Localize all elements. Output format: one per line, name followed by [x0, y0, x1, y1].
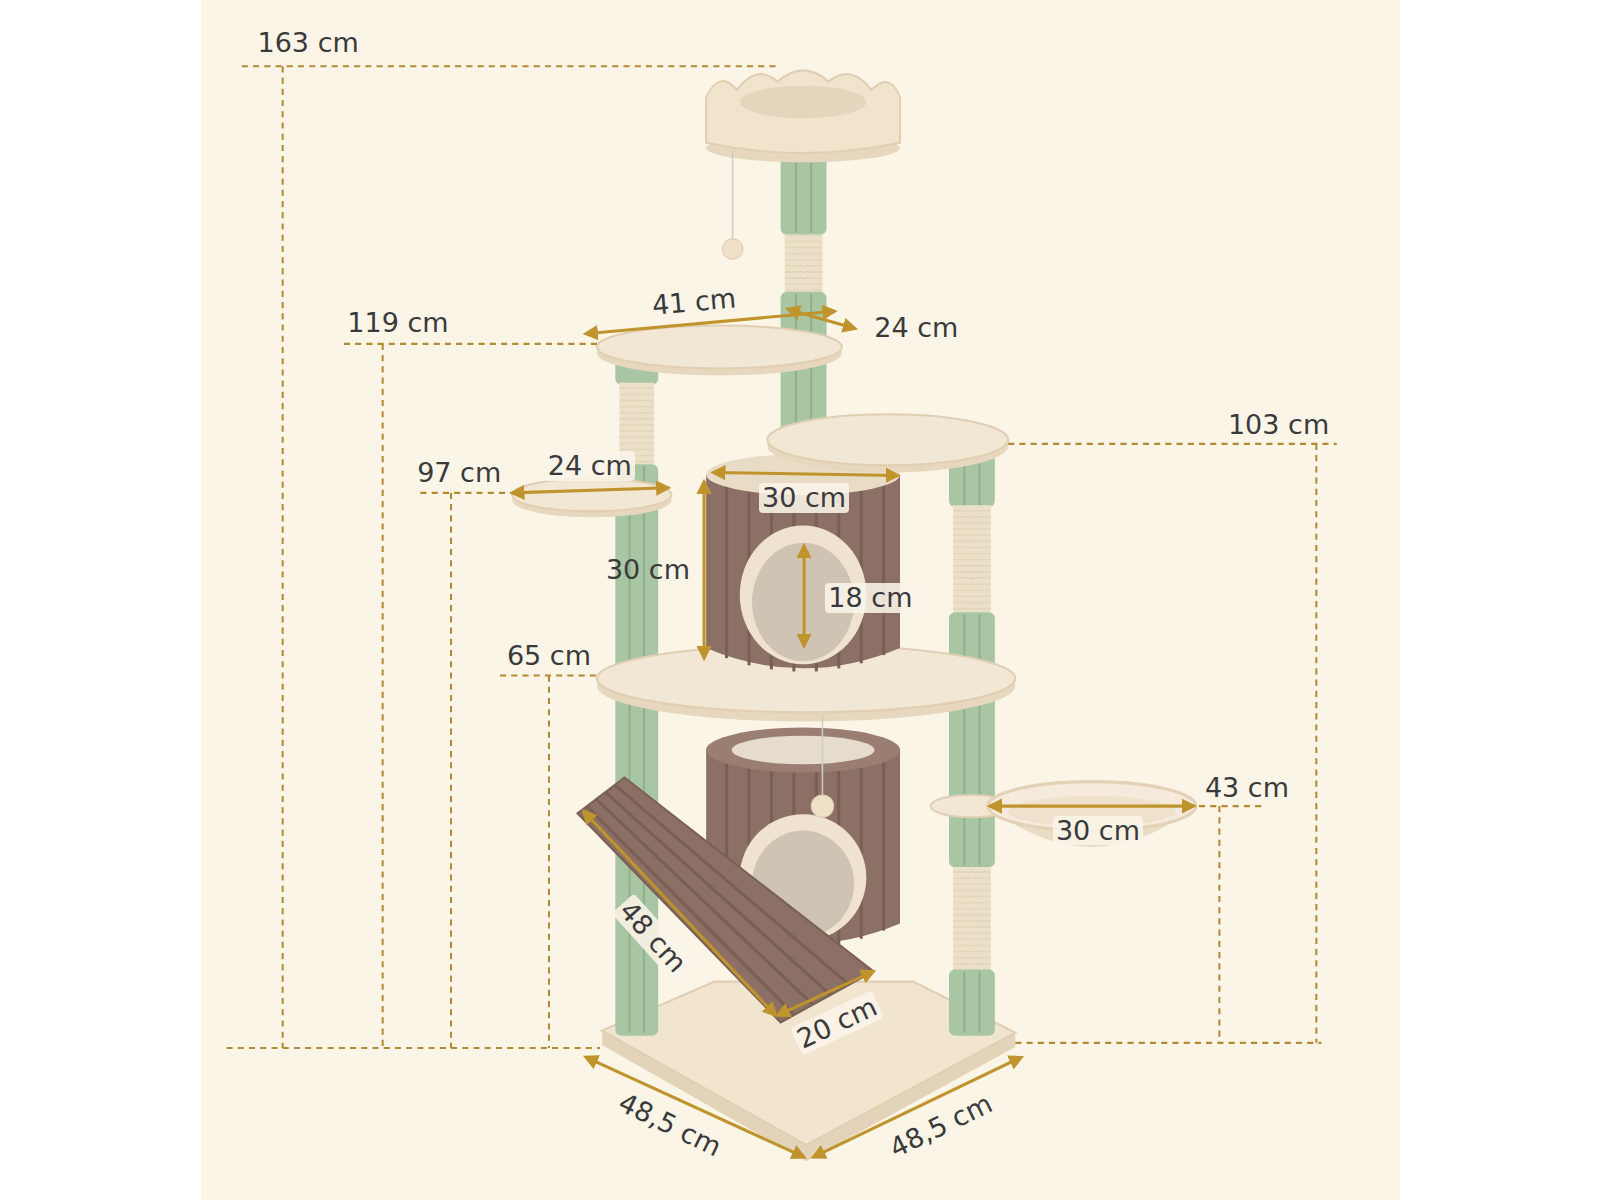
dimension-label: 30 cm	[759, 483, 849, 513]
dimension-label: 48 cm	[612, 893, 694, 980]
dimension-label: 65 cm	[504, 641, 594, 671]
dimension-label: 119 cm	[344, 308, 451, 338]
dimension-label: 48,5 cm	[882, 1087, 999, 1164]
dimension-label: 30 cm	[1053, 816, 1143, 846]
dimension-label: 20 cm	[790, 990, 884, 1055]
dimension-label: 103 cm	[1225, 410, 1332, 440]
dimension-label: 41 cm	[648, 283, 740, 320]
dimension-label: 24 cm	[545, 451, 635, 481]
dimension-label: 24 cm	[871, 313, 961, 343]
dimension-label: 30 cm	[603, 555, 693, 585]
dimension-label: 97 cm	[414, 458, 504, 488]
dimension-label: 43 cm	[1202, 773, 1292, 803]
dimension-label: 48,5 cm	[612, 1086, 729, 1163]
dimension-label: 18 cm	[825, 583, 915, 613]
dimension-label: 163 cm	[255, 28, 362, 58]
